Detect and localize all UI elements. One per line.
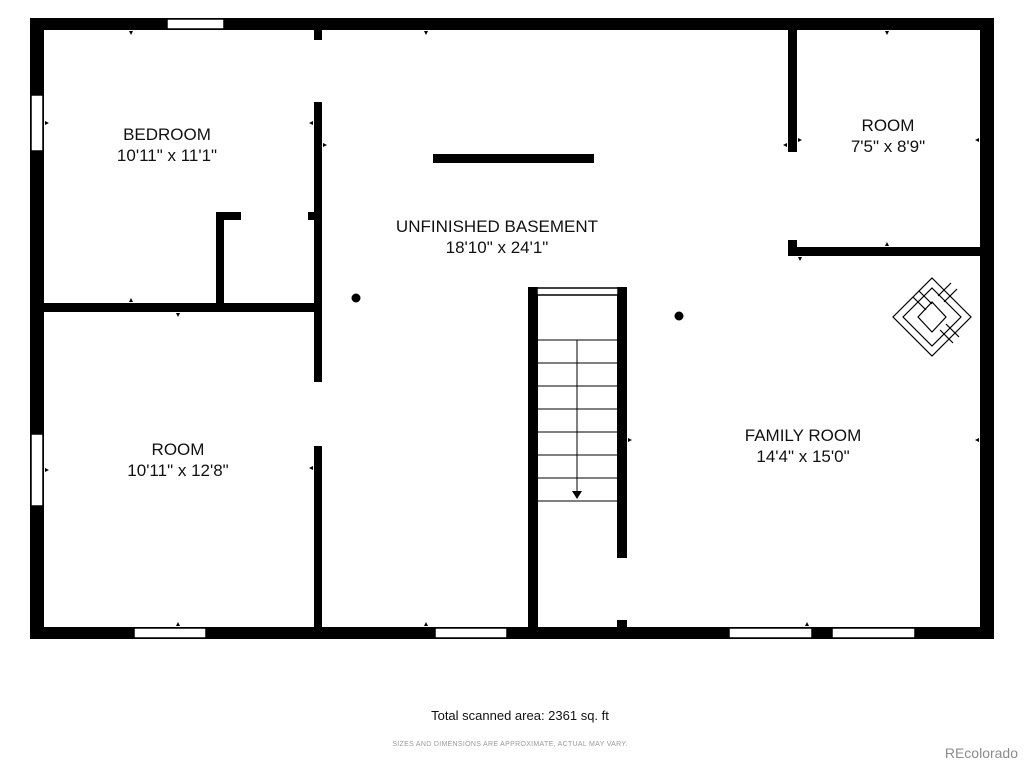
- exterior-walls: [30, 18, 994, 639]
- stairs: [538, 339, 617, 502]
- room-dimensions: 7'5" x 8'9": [850, 137, 926, 156]
- interior-walls: [44, 30, 980, 627]
- room-dimensions: 10'11" x 12'8": [127, 461, 229, 480]
- room-dimensions: 10'11" x 11'1": [116, 146, 218, 165]
- room-label-family-room: FAMILY ROOM 14'4" x 15'0": [745, 425, 862, 467]
- measurement-markers: [45, 31, 979, 626]
- support-post-icon: [351, 293, 361, 303]
- room-name: ROOM: [151, 440, 205, 459]
- room-label-room-left: ROOM 10'11" x 12'8": [127, 439, 228, 481]
- windows: [30, 18, 916, 639]
- support-post-icon: [674, 311, 684, 321]
- room-name: BEDROOM: [123, 125, 211, 144]
- room-name: ROOM: [861, 116, 915, 135]
- room-label-bedroom: BEDROOM 10'11" x 11'1": [117, 124, 217, 166]
- room-dimensions: 14'4" x 15'0": [756, 447, 850, 466]
- room-name: UNFINISHED BASEMENT: [395, 217, 599, 236]
- total-area-text: Total scanned area: 2361 sq. ft: [431, 708, 609, 723]
- stairs-down-arrow-icon: [572, 491, 582, 499]
- room-name: FAMILY ROOM: [744, 426, 862, 445]
- room-dimensions: 18'10" x 24'1": [445, 238, 549, 257]
- fireplace-icon: [892, 277, 972, 357]
- room-label-room-right: ROOM 7'5" x 8'9": [851, 115, 925, 157]
- room-label-basement: UNFINISHED BASEMENT 18'10" x 24'1": [396, 216, 598, 258]
- disclaimer-text: SIZES AND DIMENSIONS ARE APPROXIMATE, AC…: [392, 741, 628, 748]
- brand-watermark: REcolorado: [944, 745, 1018, 761]
